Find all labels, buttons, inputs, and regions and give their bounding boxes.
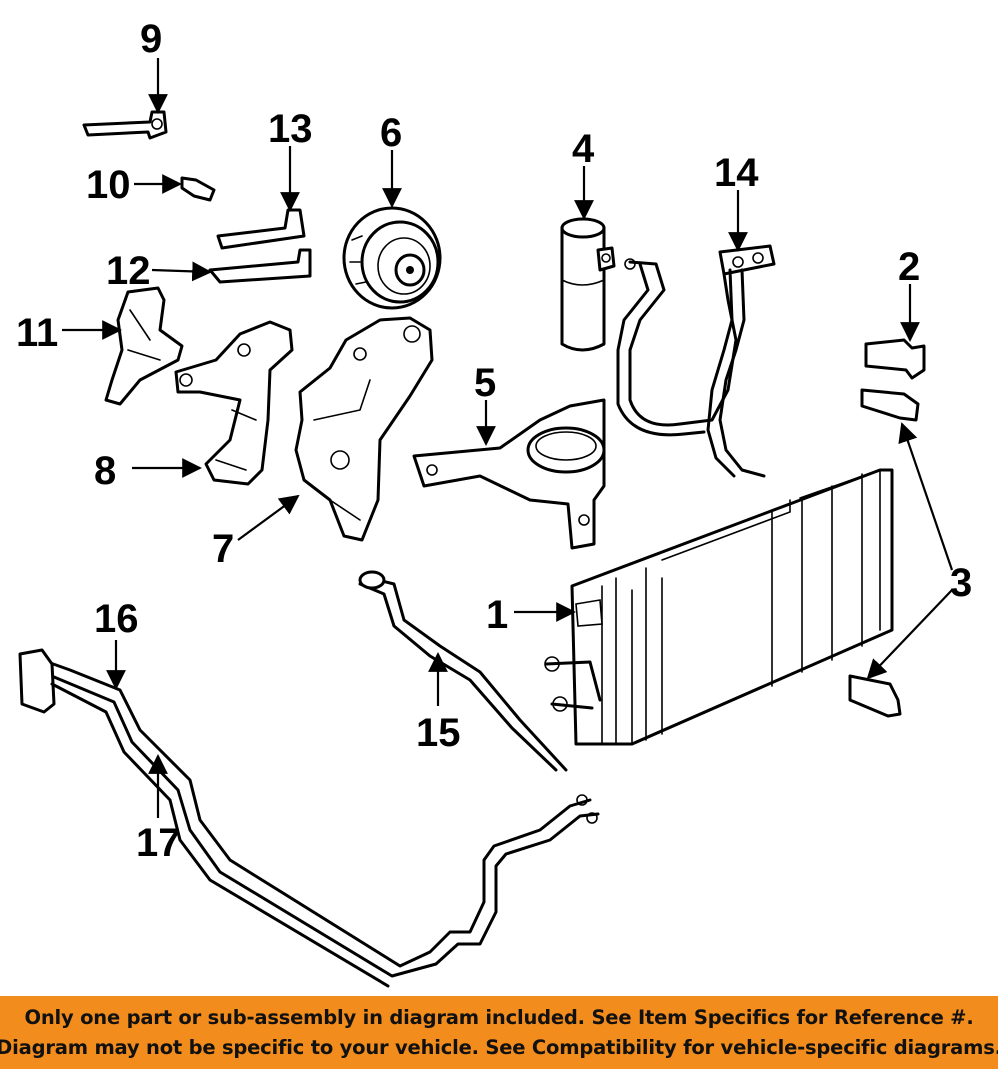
part-14-hose-assembly bbox=[616, 244, 776, 478]
part-11-bracket bbox=[104, 286, 184, 406]
callout-10: 10 bbox=[86, 163, 131, 207]
callout-2: 2 bbox=[898, 245, 920, 289]
part-15-line bbox=[358, 570, 568, 772]
part-3-insulator-upper bbox=[860, 388, 920, 422]
callout-4: 4 bbox=[572, 127, 595, 171]
part-4-receiver-drier bbox=[560, 217, 616, 352]
part-3-insulator-lower bbox=[848, 674, 902, 718]
callout-arrows bbox=[62, 58, 954, 818]
callout-labels: 9 10 13 12 11 6 4 14 2 5 8 7 1 3 15 16 1… bbox=[16, 17, 972, 865]
callout-16: 16 bbox=[94, 597, 139, 641]
callout-13: 13 bbox=[268, 107, 313, 151]
callout-8: 8 bbox=[94, 449, 116, 493]
part-5-bracket bbox=[412, 398, 606, 550]
disclaimer-banner: Only one part or sub-assembly in diagram… bbox=[0, 996, 998, 1069]
part-12-brace bbox=[208, 248, 312, 284]
part-8-bracket bbox=[174, 320, 294, 486]
disclaimer-line-2: Diagram may not be specific to your vehi… bbox=[0, 1035, 998, 1059]
part-13-brace bbox=[216, 208, 306, 250]
part-6-compressor-clutch bbox=[342, 206, 442, 310]
callout-11: 11 bbox=[16, 311, 58, 355]
callout-3: 3 bbox=[950, 561, 972, 605]
callout-17: 17 bbox=[136, 821, 181, 865]
part-17-line bbox=[50, 682, 390, 988]
disclaimer-line-1: Only one part or sub-assembly in diagram… bbox=[24, 1005, 974, 1029]
callout-14: 14 bbox=[714, 151, 759, 195]
part-9-bracket bbox=[82, 110, 168, 140]
callout-1: 1 bbox=[486, 593, 508, 637]
callout-9: 9 bbox=[140, 17, 162, 61]
callout-5: 5 bbox=[474, 361, 496, 405]
part-16-line bbox=[18, 648, 600, 978]
callout-7: 7 bbox=[212, 527, 234, 571]
part-7-bracket bbox=[294, 316, 434, 542]
part-2-insulator bbox=[864, 338, 926, 380]
parts-diagram: 9 10 13 12 11 6 4 14 2 5 8 7 1 3 15 16 1… bbox=[16, 17, 972, 988]
part-1-condenser bbox=[544, 468, 894, 746]
part-10-clip bbox=[180, 176, 216, 202]
callout-12: 12 bbox=[106, 249, 151, 293]
callout-6: 6 bbox=[380, 111, 402, 155]
callout-15: 15 bbox=[416, 711, 461, 755]
